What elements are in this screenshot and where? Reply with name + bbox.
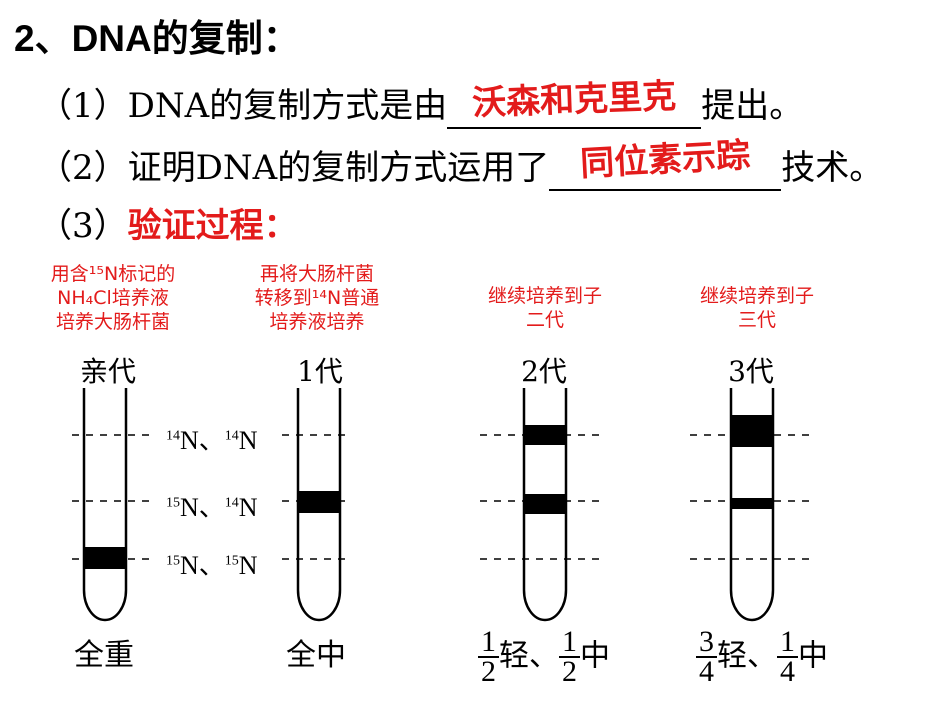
caption-line: NH₄Cl培养液: [57, 287, 169, 309]
fraction-denominator: 2: [481, 655, 496, 688]
heading-number: 2、: [14, 18, 72, 59]
caption-line: 用含¹⁵N标记的: [50, 263, 176, 285]
generation-label-3: 3代: [728, 355, 774, 388]
dna-band-light: [731, 415, 773, 447]
fraction-denominator: 2: [562, 655, 577, 688]
q1-suffix: 提出。: [701, 86, 804, 126]
caption-line: 二代: [525, 309, 564, 331]
fraction-denominator: 4: [780, 655, 795, 688]
centrifuge-diagram: [72, 388, 810, 622]
result-word: 轻、: [499, 638, 559, 674]
fraction-numerator: 3: [696, 627, 717, 658]
isotope-sep: N、: [180, 426, 225, 455]
dna-band-hybrid: [524, 494, 566, 514]
density-label-hybrid: 15N、14N: [166, 487, 258, 524]
caption-line: 继续培养到子: [699, 285, 814, 307]
isotope-mass: 15: [166, 553, 180, 569]
q1-blank: 沃森和克里克: [447, 76, 702, 129]
q1-prefix: （1）DNA的复制方式是由: [38, 86, 448, 126]
question-2: （2）证明DNA的复制方式运用了同位素示踪技术。: [38, 136, 884, 191]
q3-prefix: （3）: [38, 206, 128, 246]
generation-label-1: 1代: [297, 355, 343, 388]
fraction-numerator: 1: [777, 627, 798, 658]
caption-line: 再将大肠杆菌: [259, 263, 374, 285]
isotope-sep: N、: [180, 493, 225, 522]
caption-gen1: 再将大肠杆菌 转移到¹⁴N普通 培养液培养: [232, 262, 402, 334]
isotope-mass: 14: [224, 495, 239, 511]
dna-band-heavy: [84, 547, 126, 569]
test-tube-gen1: [296, 388, 342, 622]
caption-line: 三代: [737, 309, 776, 331]
caption-line: 培养大肠杆菌: [55, 311, 170, 333]
test-tube-gen3: [729, 388, 775, 622]
q3-title: 验证过程：: [127, 206, 298, 246]
result-word: 中: [798, 638, 828, 674]
isotope-sep: N、: [180, 551, 225, 580]
question-3: （3）验证过程：: [38, 198, 298, 247]
dna-band-light: [524, 425, 566, 445]
isotope-mass: 14: [166, 428, 180, 444]
result-word: 轻、: [717, 638, 777, 674]
fraction-numerator: 1: [559, 627, 580, 658]
caption-line: 转移到¹⁴N普通: [254, 287, 380, 309]
q1-answer: 沃森和克里克: [471, 76, 677, 124]
isotope-end: N: [238, 493, 258, 522]
isotope-end: N: [238, 551, 258, 580]
result-parent: 全重: [74, 638, 134, 673]
generation-label-parent: 亲代: [79, 355, 136, 388]
fraction-denominator: 4: [699, 655, 714, 688]
dna-band-hybrid: [731, 498, 773, 509]
dna-band-hybrid: [298, 491, 340, 513]
isotope-end: N: [238, 426, 258, 455]
isotope-mass: 14: [224, 428, 239, 444]
result-word: 中: [580, 638, 610, 674]
test-tube-parent: [82, 388, 128, 622]
caption-line: 继续培养到子: [487, 285, 602, 307]
q2-suffix: 技术。: [781, 148, 884, 188]
generation-label-2: 2代: [521, 355, 567, 388]
test-tube-gen2: [522, 388, 568, 622]
heading-text: DNA的复制：: [71, 18, 300, 59]
density-label-light: 14N、14N: [166, 420, 258, 457]
caption-gen2: 继续培养到子 二代: [460, 284, 630, 332]
caption-gen3: 继续培养到子 三代: [672, 284, 842, 332]
caption-line: 培养液培养: [269, 311, 365, 333]
q2-answer: 同位素示踪: [579, 135, 752, 185]
isotope-mass: 15: [166, 495, 180, 511]
q2-prefix: （2）证明DNA的复制方式运用了: [38, 148, 550, 188]
question-1: （1）DNA的复制方式是由沃森和克里克提出。: [38, 76, 804, 129]
q2-blank: 同位素示踪: [549, 136, 782, 191]
isotope-mass: 15: [224, 553, 239, 569]
density-label-heavy: 15N、15N: [166, 545, 258, 582]
fraction-numerator: 1: [478, 627, 499, 658]
section-heading: 2、DNA的复制：: [14, 8, 300, 62]
caption-parent: 用含¹⁵N标记的 NH₄Cl培养液 培养大肠杆菌: [18, 262, 208, 334]
result-gen1: 全中: [286, 638, 346, 673]
